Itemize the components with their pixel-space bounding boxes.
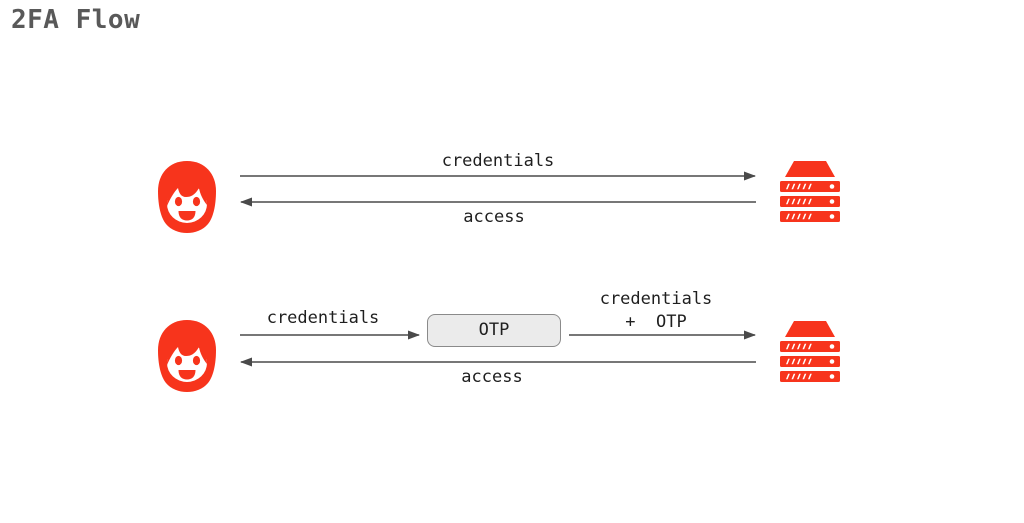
user-face-icon — [158, 161, 216, 233]
credentials-plus-otp-label: credentials + OTP — [599, 289, 713, 332]
page-title: 2FA Flow — [11, 5, 141, 35]
user-face-icon — [158, 320, 216, 392]
credentials-label-top: credentials — [441, 151, 555, 171]
server-stack-icon — [777, 160, 843, 222]
credentials-label-bottom: credentials — [266, 308, 380, 328]
server-stack-icon — [777, 320, 843, 382]
access-label-top: access — [463, 207, 525, 227]
access-label-bottom: access — [461, 367, 523, 387]
otp-box: OTP — [427, 314, 561, 347]
